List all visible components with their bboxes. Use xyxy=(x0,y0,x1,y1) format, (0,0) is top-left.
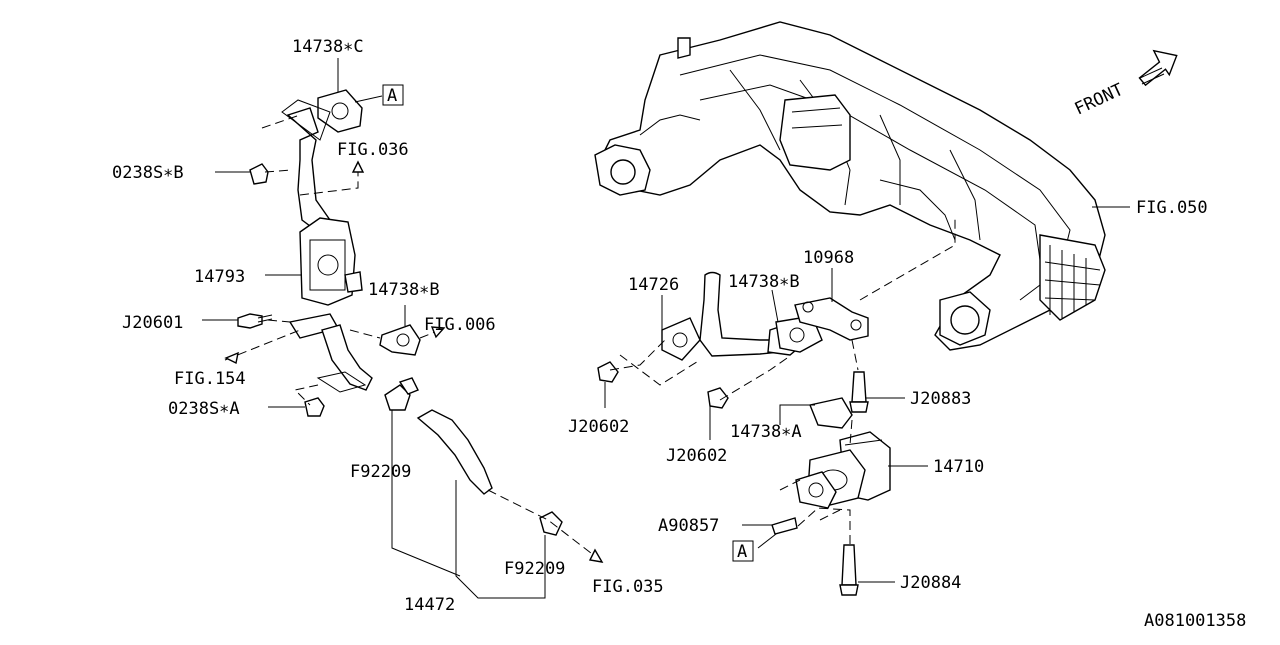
label-j20884[interactable]: J20884 xyxy=(900,573,961,593)
bolt-j20602-right xyxy=(707,387,729,409)
label-0238s-a[interactable]: 0238S∗A xyxy=(168,399,240,419)
label-14793[interactable]: 14793 xyxy=(194,267,245,287)
label-fig-050[interactable]: FIG.050 xyxy=(1136,198,1208,218)
label-j20602-left[interactable]: J20602 xyxy=(568,417,629,437)
stud-j20883 xyxy=(849,371,869,413)
assembly-lines xyxy=(224,114,956,561)
gasket-14738-b-left xyxy=(379,324,421,356)
ref-box-a-top: A xyxy=(382,84,404,106)
leader-lines xyxy=(202,58,1130,599)
ref-box-a-bottom: A xyxy=(732,540,754,562)
front-direction-arrow: FRONT xyxy=(1072,49,1178,120)
label-f92209-lower[interactable]: F92209 xyxy=(504,559,565,579)
label-14738-b-left[interactable]: 14738∗B xyxy=(368,280,440,300)
label-14726[interactable]: 14726 xyxy=(628,275,679,295)
label-fig-036[interactable]: FIG.036 xyxy=(337,140,409,160)
bracket-10968 xyxy=(794,297,869,341)
front-label: FRONT xyxy=(1072,80,1127,120)
label-f92209-upper[interactable]: F92209 xyxy=(350,462,411,482)
gasket-right-lower xyxy=(795,471,837,509)
hose-clamp-lower xyxy=(539,511,563,536)
label-14738-a[interactable]: 14738∗A xyxy=(730,422,802,442)
label-fig-035[interactable]: FIG.035 xyxy=(592,577,664,597)
reference-arrows xyxy=(224,160,604,563)
label-14710[interactable]: 14710 xyxy=(933,457,984,477)
egr-valve-14793 xyxy=(299,217,363,306)
hose-clamp-upper xyxy=(384,377,419,411)
intake-manifold xyxy=(594,21,1106,351)
stud-a90857 xyxy=(771,517,798,535)
label-a90857[interactable]: A90857 xyxy=(658,516,719,536)
diagram-id: A081001358 xyxy=(1144,611,1246,631)
label-fig-154[interactable]: FIG.154 xyxy=(174,369,246,389)
label-14472[interactable]: 14472 xyxy=(404,595,455,615)
label-14738-c[interactable]: 14738∗C xyxy=(292,37,364,57)
egr-pipe-lower xyxy=(288,313,373,393)
bolt-0238s-a xyxy=(304,397,325,417)
gasket-14738-c xyxy=(317,89,363,133)
hose-14472 xyxy=(416,409,493,495)
ref-box-a-bottom-label: A xyxy=(737,542,747,562)
egr-pipe-upper xyxy=(281,99,331,233)
stud-j20884 xyxy=(839,544,859,596)
label-j20883[interactable]: J20883 xyxy=(910,389,971,409)
bolt-j20602-left xyxy=(597,361,619,383)
label-fig-006[interactable]: FIG.006 xyxy=(424,315,496,335)
ref-box-a-top-label: A xyxy=(387,86,397,106)
part-labels: 14738∗C FIG.036 0238S∗B 14793 14738∗B FI… xyxy=(112,37,1246,631)
label-j20601[interactable]: J20601 xyxy=(122,313,183,333)
label-0238s-b[interactable]: 0238S∗B xyxy=(112,163,184,183)
bolt-0238s-b xyxy=(249,163,269,185)
label-j20602-right[interactable]: J20602 xyxy=(666,446,727,466)
bolt-j20601 xyxy=(237,313,273,329)
gasket-14738-a xyxy=(809,397,853,429)
label-10968[interactable]: 10968 xyxy=(803,248,854,268)
label-14738-b-right[interactable]: 14738∗B xyxy=(728,272,800,292)
